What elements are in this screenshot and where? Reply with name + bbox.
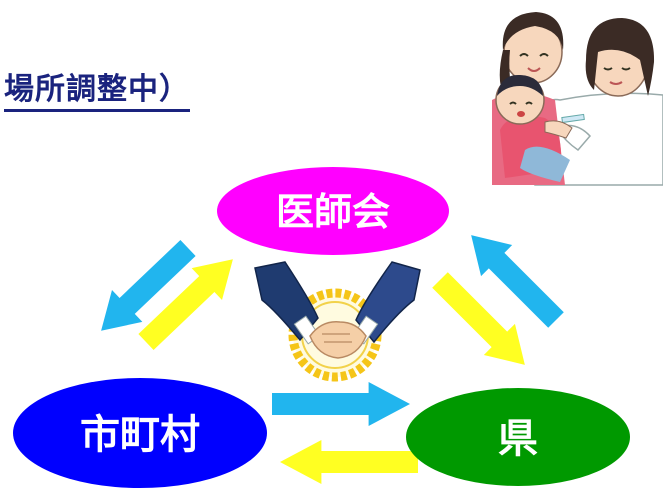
node-prefecture: 県 [406,388,630,486]
node-municipality-ellipse [13,378,267,488]
child-figure [495,74,573,182]
arrow-prefecture-to-municipality [280,440,418,484]
node-doctors-association: 医師会 [217,167,449,255]
page-title: 場所調整中） [4,64,190,112]
arrow-municipality-to-prefecture [272,382,410,426]
node-municipality-label: 市町村 [80,412,200,458]
node-prefecture-label: 県 [498,416,538,462]
node-prefecture-ellipse [406,388,630,486]
node-doctors-ellipse [217,167,449,255]
handshake-illustration [254,261,421,382]
node-doctors-label: 医師会 [276,190,390,234]
vaccination-illustration [492,12,663,186]
node-municipality: 市町村 [13,378,267,488]
